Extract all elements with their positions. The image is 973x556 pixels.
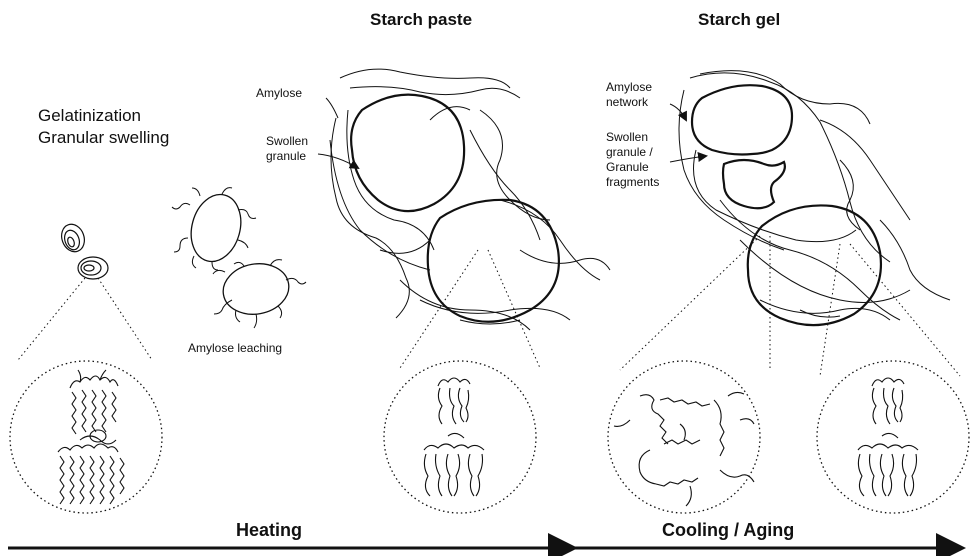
crystalline-double-helices xyxy=(58,370,124,504)
title-starch-gel: Starch gel xyxy=(698,10,780,30)
title-starch-paste: Starch paste xyxy=(370,10,472,30)
label-gel-swollen: Swollen xyxy=(606,130,648,145)
swelling-granules xyxy=(184,189,293,319)
zoom-circle-gel-granule xyxy=(817,361,969,513)
label-gel-amylose: Amylose xyxy=(606,80,652,95)
label-gelatinization: Gelatinization xyxy=(38,105,141,127)
zoom-lines-gel xyxy=(620,236,960,376)
zoom-circle-gel-network xyxy=(608,361,760,513)
gel-label-pointers xyxy=(670,104,706,162)
gel-amylose-network xyxy=(679,71,950,320)
label-amylose-leaching: Amylose leaching xyxy=(188,341,282,356)
zoom-lines-native xyxy=(18,278,152,360)
gel-retrograded-network xyxy=(614,392,754,506)
label-paste-swollen: Swollen xyxy=(266,134,308,149)
label-gel-fragments: fragments xyxy=(606,175,659,190)
label-granular-swelling: Granular swelling xyxy=(38,127,169,149)
zoom-circle-paste xyxy=(384,361,536,513)
label-paste-granule: granule xyxy=(266,149,306,164)
label-heating: Heating xyxy=(236,520,302,541)
label-gel-granule: Granule xyxy=(606,160,649,175)
label-paste-amylose: Amylose xyxy=(256,86,302,101)
paste-swollen-granules xyxy=(351,95,559,322)
label-gel-granule-slash: granule / xyxy=(606,145,653,160)
native-granules xyxy=(58,221,108,279)
paste-amylose-network xyxy=(330,69,610,330)
paste-amylopectin-clusters xyxy=(424,378,484,496)
label-gel-network: network xyxy=(606,95,648,110)
gel-swollen-granules xyxy=(692,85,881,325)
gel-amylopectin-clusters xyxy=(858,378,918,496)
label-cooling-aging: Cooling / Aging xyxy=(662,520,794,541)
